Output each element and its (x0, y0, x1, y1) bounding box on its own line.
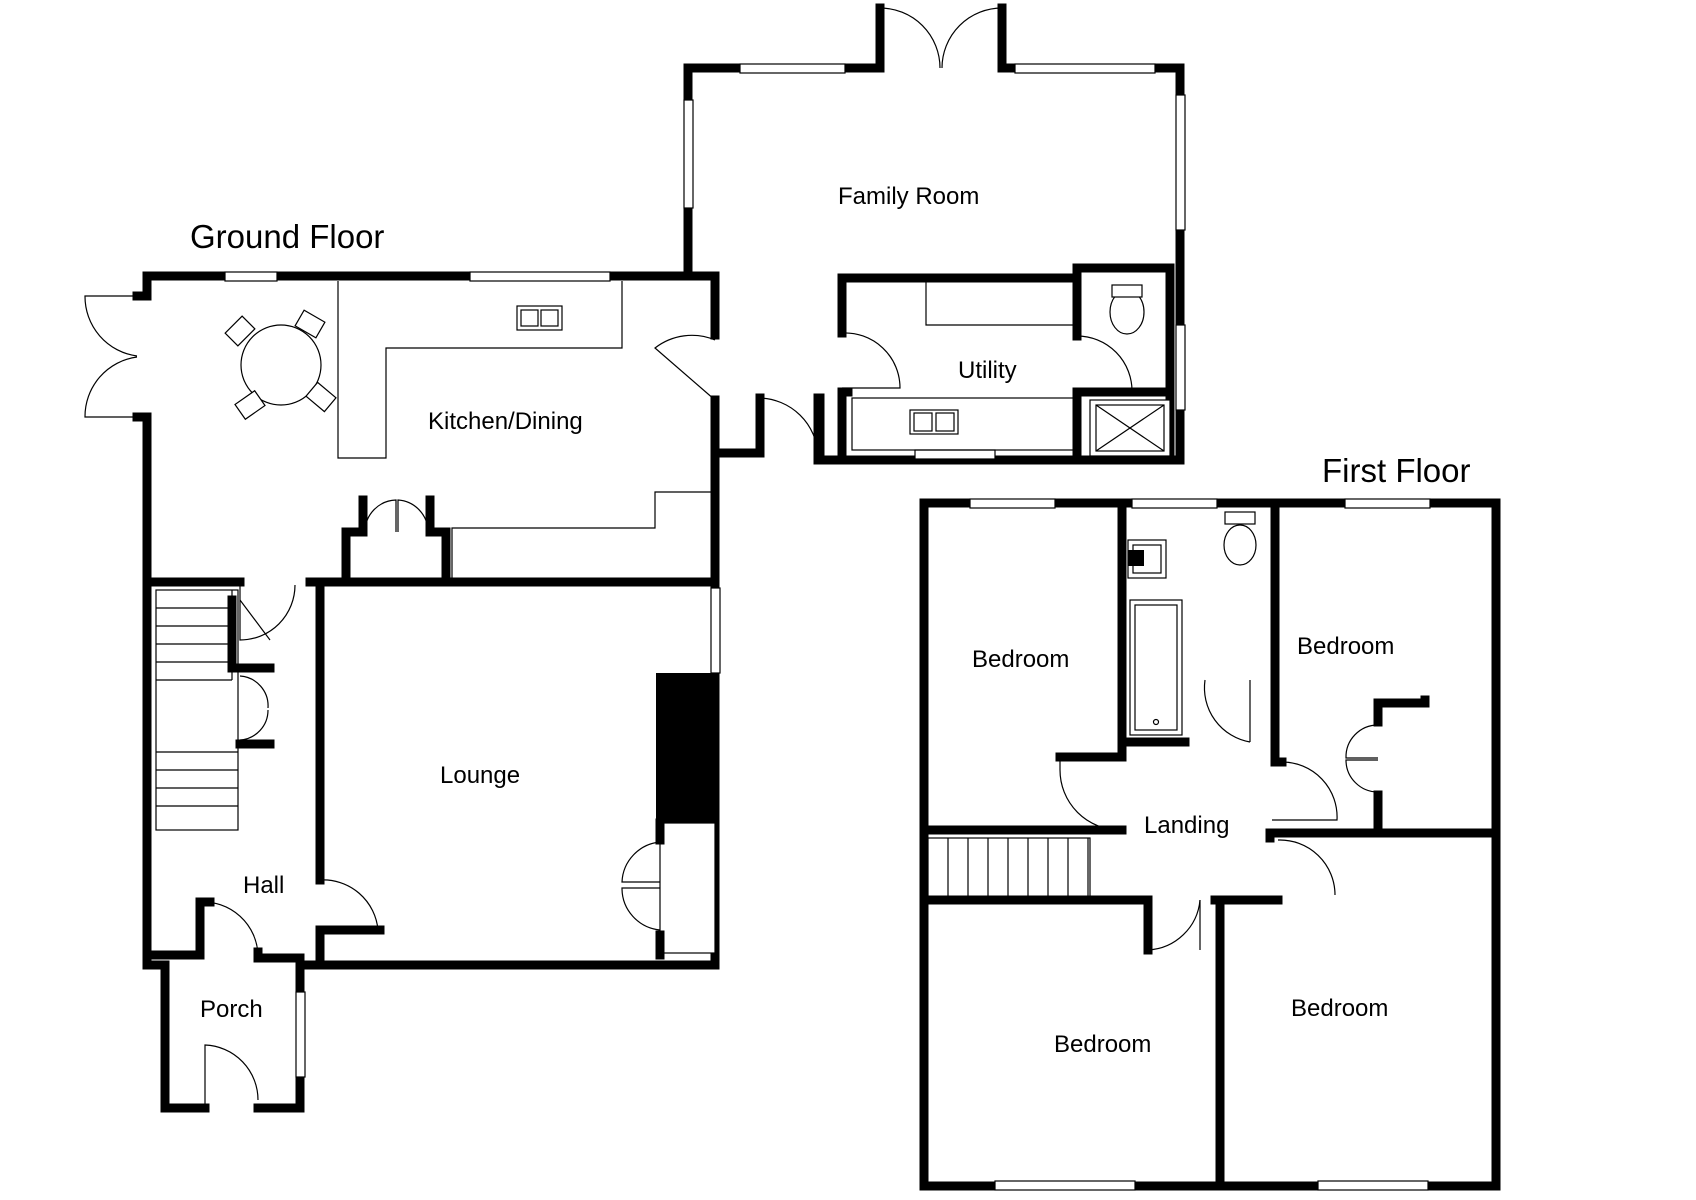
bedroom-bottom-left-label: Bedroom (1054, 1031, 1151, 1058)
kitchen-cupboard (341, 495, 451, 585)
lounge-chimney (621, 673, 716, 960)
kitchen-dining-label: Kitchen/Dining (428, 408, 583, 435)
dining-table (224, 309, 337, 421)
ground-floor-plan (84, 3, 1186, 1113)
ground-floor-stairs (155, 589, 271, 831)
bedroom-bottom-right-label: Bedroom (1291, 995, 1388, 1022)
utility-label: Utility (958, 357, 1017, 384)
ground-floor-title: Ground Floor (190, 218, 384, 255)
utility-fittings (851, 281, 1175, 457)
first-floor-walls (919, 498, 1501, 1191)
lounge-label: Lounge (440, 762, 520, 789)
hall-label: Hall (243, 872, 284, 899)
bathroom-fittings (1127, 511, 1257, 736)
kitchen-units (337, 281, 711, 578)
understairs-cupboard (235, 663, 275, 749)
porch-label: Porch (200, 996, 263, 1023)
french-doors (84, 7, 1003, 418)
hall-porch-walls (142, 577, 325, 1113)
bedroom-top-right-label: Bedroom (1297, 633, 1394, 660)
first-floor-plan (919, 498, 1501, 1191)
ground-floor-windows (224, 63, 1186, 1078)
bedroom-top-left-label: Bedroom (972, 646, 1069, 673)
first-floor-doors (1059, 679, 1338, 951)
first-floor-cupboard (1345, 695, 1430, 835)
first-floor-windows (969, 498, 1431, 1191)
ground-floor-doors (199, 332, 1133, 1108)
family-room-label: Family Room (838, 183, 979, 210)
floor-plan-labels: Ground Floor First Floor Family Room Kit… (190, 183, 1471, 1058)
first-floor-title: First Floor (1322, 452, 1471, 489)
landing-label: Landing (1144, 812, 1229, 839)
first-floor-stairs (927, 837, 1091, 901)
